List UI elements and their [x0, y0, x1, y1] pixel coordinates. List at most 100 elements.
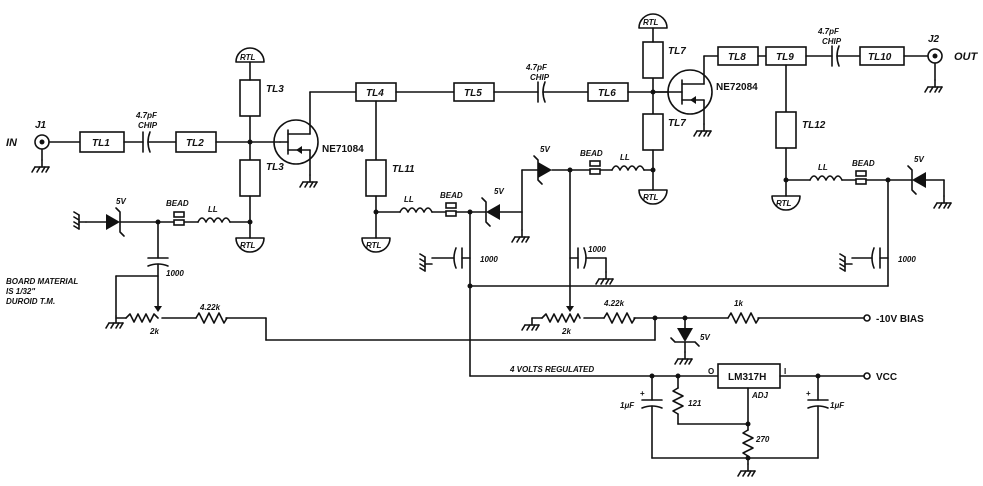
tl10-label: TL10: [868, 52, 892, 63]
zener-bias-label: 5V: [700, 333, 710, 342]
adj-label: ADJ: [751, 391, 769, 400]
bead-1: [173, 211, 185, 218]
bead-3-label: BEAD: [580, 149, 603, 158]
rtl-5-label: RTL: [643, 193, 659, 202]
cap1-value: 4.7pF: [135, 111, 158, 120]
tl7-upper-label: TL7: [668, 46, 686, 57]
regulator-label: LM317H: [728, 372, 766, 383]
output-connector-j2: [924, 48, 943, 93]
r1k: [727, 312, 760, 324]
rtl-6: [771, 195, 801, 211]
rtl-4: [638, 13, 668, 29]
tl9-label: TL9: [776, 52, 794, 63]
cap2-value: 4.7pF: [525, 63, 548, 72]
c1uf-1-label: 1μF: [620, 401, 635, 410]
c1000-1-label: 1000: [166, 269, 184, 278]
ll-2-label: LL: [404, 195, 414, 204]
bead-2-label: BEAD: [440, 191, 463, 200]
board-note-line1: BOARD MATERIAL: [6, 277, 78, 286]
fet1-label: NE71084: [322, 144, 364, 155]
pot-2-label: 2k: [561, 327, 571, 336]
rtl-4-label: RTL: [643, 18, 659, 27]
ll-4: [809, 175, 843, 181]
zener-1: [106, 214, 120, 230]
fet2-label: NE72084: [716, 82, 758, 93]
zener-2-label: 5V: [494, 187, 504, 196]
r422k-1-label: 4.22k: [199, 303, 221, 312]
tl3-upper: [239, 79, 261, 117]
board-note-line3: DUROID T.M.: [6, 297, 55, 306]
tl1-label: TL1: [92, 138, 110, 149]
rtl-5: [638, 189, 668, 205]
zener-4: [912, 172, 926, 188]
c1000-4-label: 1000: [898, 255, 916, 264]
pot-2: [541, 313, 581, 323]
j1-label: J1: [35, 120, 47, 131]
bead-4-label: BEAD: [852, 159, 875, 168]
tl3-lower: [239, 159, 261, 197]
tl4-label: TL4: [366, 88, 384, 99]
r422k-1: [195, 312, 228, 324]
pot-1: [125, 313, 159, 323]
ll-1-label: LL: [208, 205, 218, 214]
bead-4: [855, 170, 867, 177]
rtl-6-label: RTL: [776, 199, 792, 208]
c1uf-2-plus: +: [806, 389, 811, 398]
r121: [672, 387, 684, 415]
r121-label: 121: [688, 399, 702, 408]
rtl-2: [235, 237, 265, 253]
reg-out-label: O: [708, 367, 714, 376]
tl12-label: TL12: [802, 120, 826, 131]
pot-1-label: 2k: [149, 327, 159, 336]
tl2-label: TL2: [186, 138, 204, 149]
tl11-label: TL11: [392, 164, 415, 175]
r422k-2-label: 4.22k: [603, 299, 625, 308]
ll-1: [197, 217, 231, 223]
bead-1-label: BEAD: [166, 199, 189, 208]
rtl-2-label: RTL: [240, 241, 256, 250]
ll-4-label: LL: [818, 163, 828, 172]
j2-label: J2: [928, 34, 940, 45]
bead-3: [589, 160, 601, 167]
tl11-stub: [365, 159, 387, 197]
vcc-label: VCC: [876, 372, 897, 383]
reg-in-label: I: [784, 367, 786, 376]
zener-1-label: 5V: [116, 197, 126, 206]
cap1-chip: CHIP: [138, 121, 158, 130]
tl7-lower: [642, 113, 664, 151]
tl6-label: TL6: [598, 88, 616, 99]
input-connector-j1: [31, 134, 50, 173]
r270-label: 270: [755, 435, 770, 444]
c1000-3-label: 1000: [588, 245, 606, 254]
r270: [742, 429, 754, 457]
cap2-chip: CHIP: [530, 73, 550, 82]
cap3-value: 4.7pF: [817, 27, 840, 36]
tl7-upper: [642, 41, 664, 79]
tl12-stub: [775, 111, 797, 149]
c1uf-2-label: 1μF: [830, 401, 845, 410]
zener-2: [486, 204, 500, 220]
fet-ne72084: [667, 55, 713, 137]
c1000-2-label: 1000: [480, 255, 498, 264]
tl5-label: TL5: [464, 88, 482, 99]
rtl-3-label: RTL: [366, 241, 382, 250]
tl3-upper-label: TL3: [266, 84, 284, 95]
regulated-label: 4 VOLTS REGULATED: [509, 365, 594, 374]
rtl-1: [235, 47, 265, 63]
ll-2: [399, 207, 433, 213]
bead-2: [445, 202, 457, 209]
output-label: OUT: [954, 51, 979, 63]
tl7-lower-label: TL7: [668, 118, 686, 129]
zener-bias: [677, 328, 693, 342]
rtl-1-label: RTL: [240, 53, 256, 62]
board-note-line2: IS 1/32": [6, 287, 35, 296]
cap3-chip: CHIP: [822, 37, 842, 46]
ll-3: [611, 165, 645, 171]
fet-ne71084: [273, 91, 319, 188]
lm317h-regulator: [717, 363, 781, 389]
tl3-lower-label: TL3: [266, 162, 284, 173]
tl8-label: TL8: [728, 52, 746, 63]
input-label: IN: [6, 137, 18, 149]
